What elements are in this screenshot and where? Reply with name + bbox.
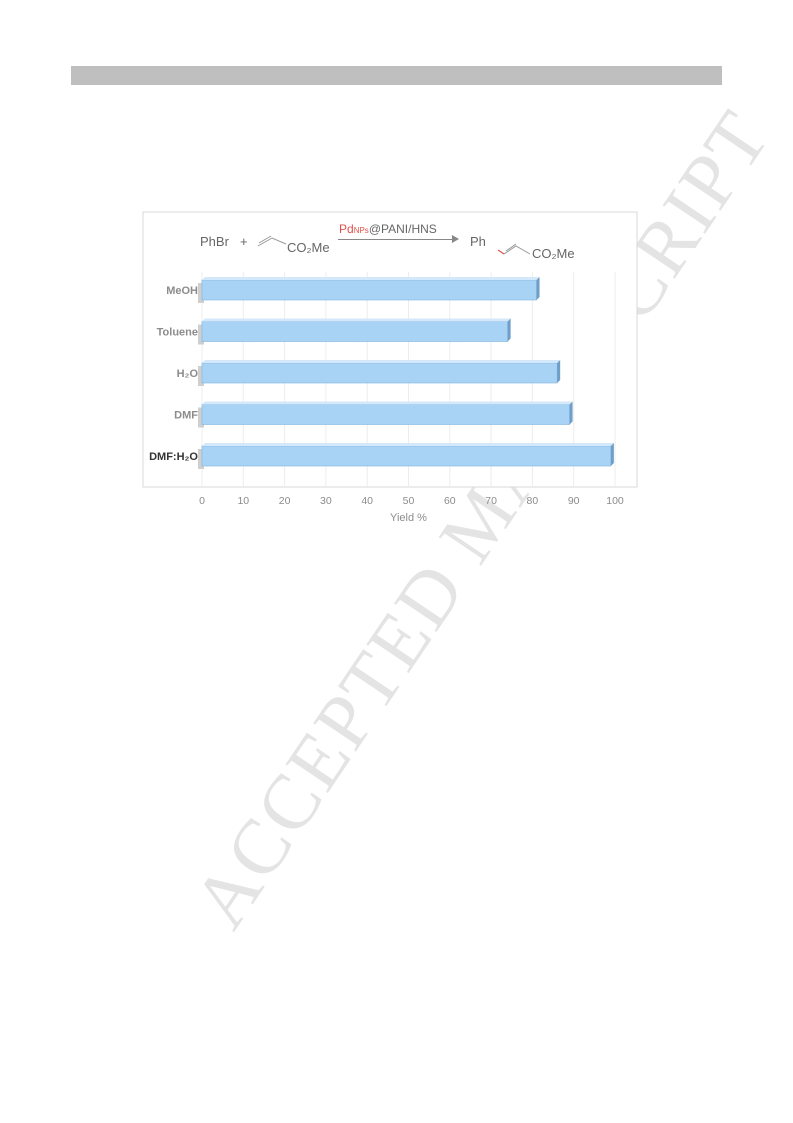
category-label: Toluene — [157, 327, 198, 339]
reactant-phbr: PhBr — [200, 234, 229, 249]
x-tick-label: 20 — [279, 495, 291, 507]
catalyst-label: PdNPs@PANI/HNS — [339, 222, 437, 236]
x-tick-label: 70 — [485, 495, 497, 507]
bar — [201, 445, 612, 467]
bar-top-face — [202, 318, 511, 322]
x-tick-label: 50 — [403, 495, 415, 507]
catalyst-sub: NPs — [353, 226, 369, 235]
reactant-acrylate: CO₂Me — [287, 240, 330, 255]
bar-floor — [198, 366, 204, 386]
x-tick-label: 10 — [237, 495, 249, 507]
bar-top-face — [202, 360, 561, 363]
bar-end-face — [536, 277, 540, 300]
bar-floor — [198, 283, 204, 303]
category-label: DMF:H₂O — [149, 451, 198, 463]
reaction-arrow-line — [338, 239, 456, 240]
category-label: DMF — [174, 410, 198, 422]
product-ph: Ph — [470, 234, 486, 249]
bar-top-face — [202, 401, 573, 405]
bar — [201, 321, 508, 342]
bar-floor — [198, 324, 204, 345]
x-tick-label: 60 — [444, 495, 456, 507]
x-axis-title: Yield % — [390, 512, 427, 524]
product-ester: CO₂Me — [532, 246, 575, 261]
catalyst-support: @PANI/HNS — [368, 222, 437, 236]
category-label: MeOH — [166, 285, 198, 297]
bar — [201, 404, 570, 425]
header-bar — [71, 66, 722, 85]
bar-end-face — [610, 443, 614, 466]
bar-end-face — [507, 318, 511, 342]
arrow-right-icon — [452, 235, 459, 243]
bar-floor — [198, 407, 204, 428]
bar-end-face — [569, 401, 573, 425]
x-tick-label: 80 — [527, 495, 539, 507]
plus-sign: + — [240, 234, 248, 249]
x-tick-label: 90 — [568, 495, 580, 507]
chart-frame — [142, 211, 638, 488]
catalyst-pd: Pd — [339, 222, 354, 236]
alkene-bond-icon — [257, 235, 287, 247]
bar — [201, 279, 537, 301]
category-label: H₂O — [177, 368, 199, 380]
x-tick-label: 40 — [361, 495, 373, 507]
x-tick-label: 30 — [320, 495, 332, 507]
x-tick-label: 100 — [606, 495, 624, 507]
bar-end-face — [557, 360, 561, 383]
bar — [201, 362, 558, 384]
bar-floor — [198, 449, 204, 469]
product-alkene-icon — [497, 243, 531, 255]
bar-top-face — [202, 443, 614, 446]
x-tick-label: 0 — [199, 495, 205, 507]
reaction-scheme: PhBr + CO₂Me PdNPs@PANI/HNS Ph CO₂Me — [140, 220, 640, 261]
bar-top-face — [202, 277, 540, 280]
